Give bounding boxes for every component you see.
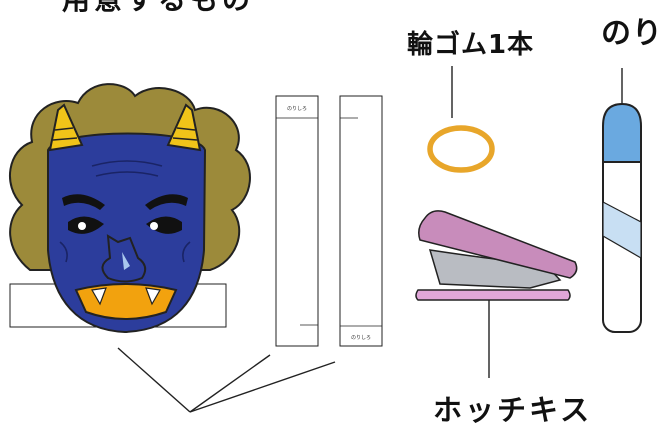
strip-2-glue-mark: のりしろ <box>351 335 371 341</box>
stapler-label: ホッチキス <box>433 393 593 427</box>
oni-face <box>47 132 207 334</box>
oni-mouth <box>74 283 178 320</box>
paper-strip-2: のりしろ <box>339 95 383 347</box>
paper-strip-1: のりしろ <box>275 95 319 347</box>
glue-label: のり <box>601 16 663 51</box>
glue-stick <box>602 102 642 333</box>
oni-left-brow <box>62 194 105 210</box>
rubber-band-label: 輪ゴム1本 <box>407 30 535 60</box>
oni-mask <box>8 83 251 334</box>
strip-1-glue-mark: のりしろ <box>287 106 307 112</box>
stapler-base <box>415 289 571 301</box>
stapler-top <box>418 210 578 279</box>
oni-right-brow <box>145 194 188 210</box>
page-title: 用意するもの <box>62 0 254 18</box>
rubber-band <box>427 125 495 173</box>
glue-label-band <box>602 201 642 260</box>
pointer-lines <box>117 66 623 413</box>
oni-left-eye <box>68 216 104 234</box>
stapler <box>415 210 578 301</box>
glue-cap <box>602 102 642 163</box>
